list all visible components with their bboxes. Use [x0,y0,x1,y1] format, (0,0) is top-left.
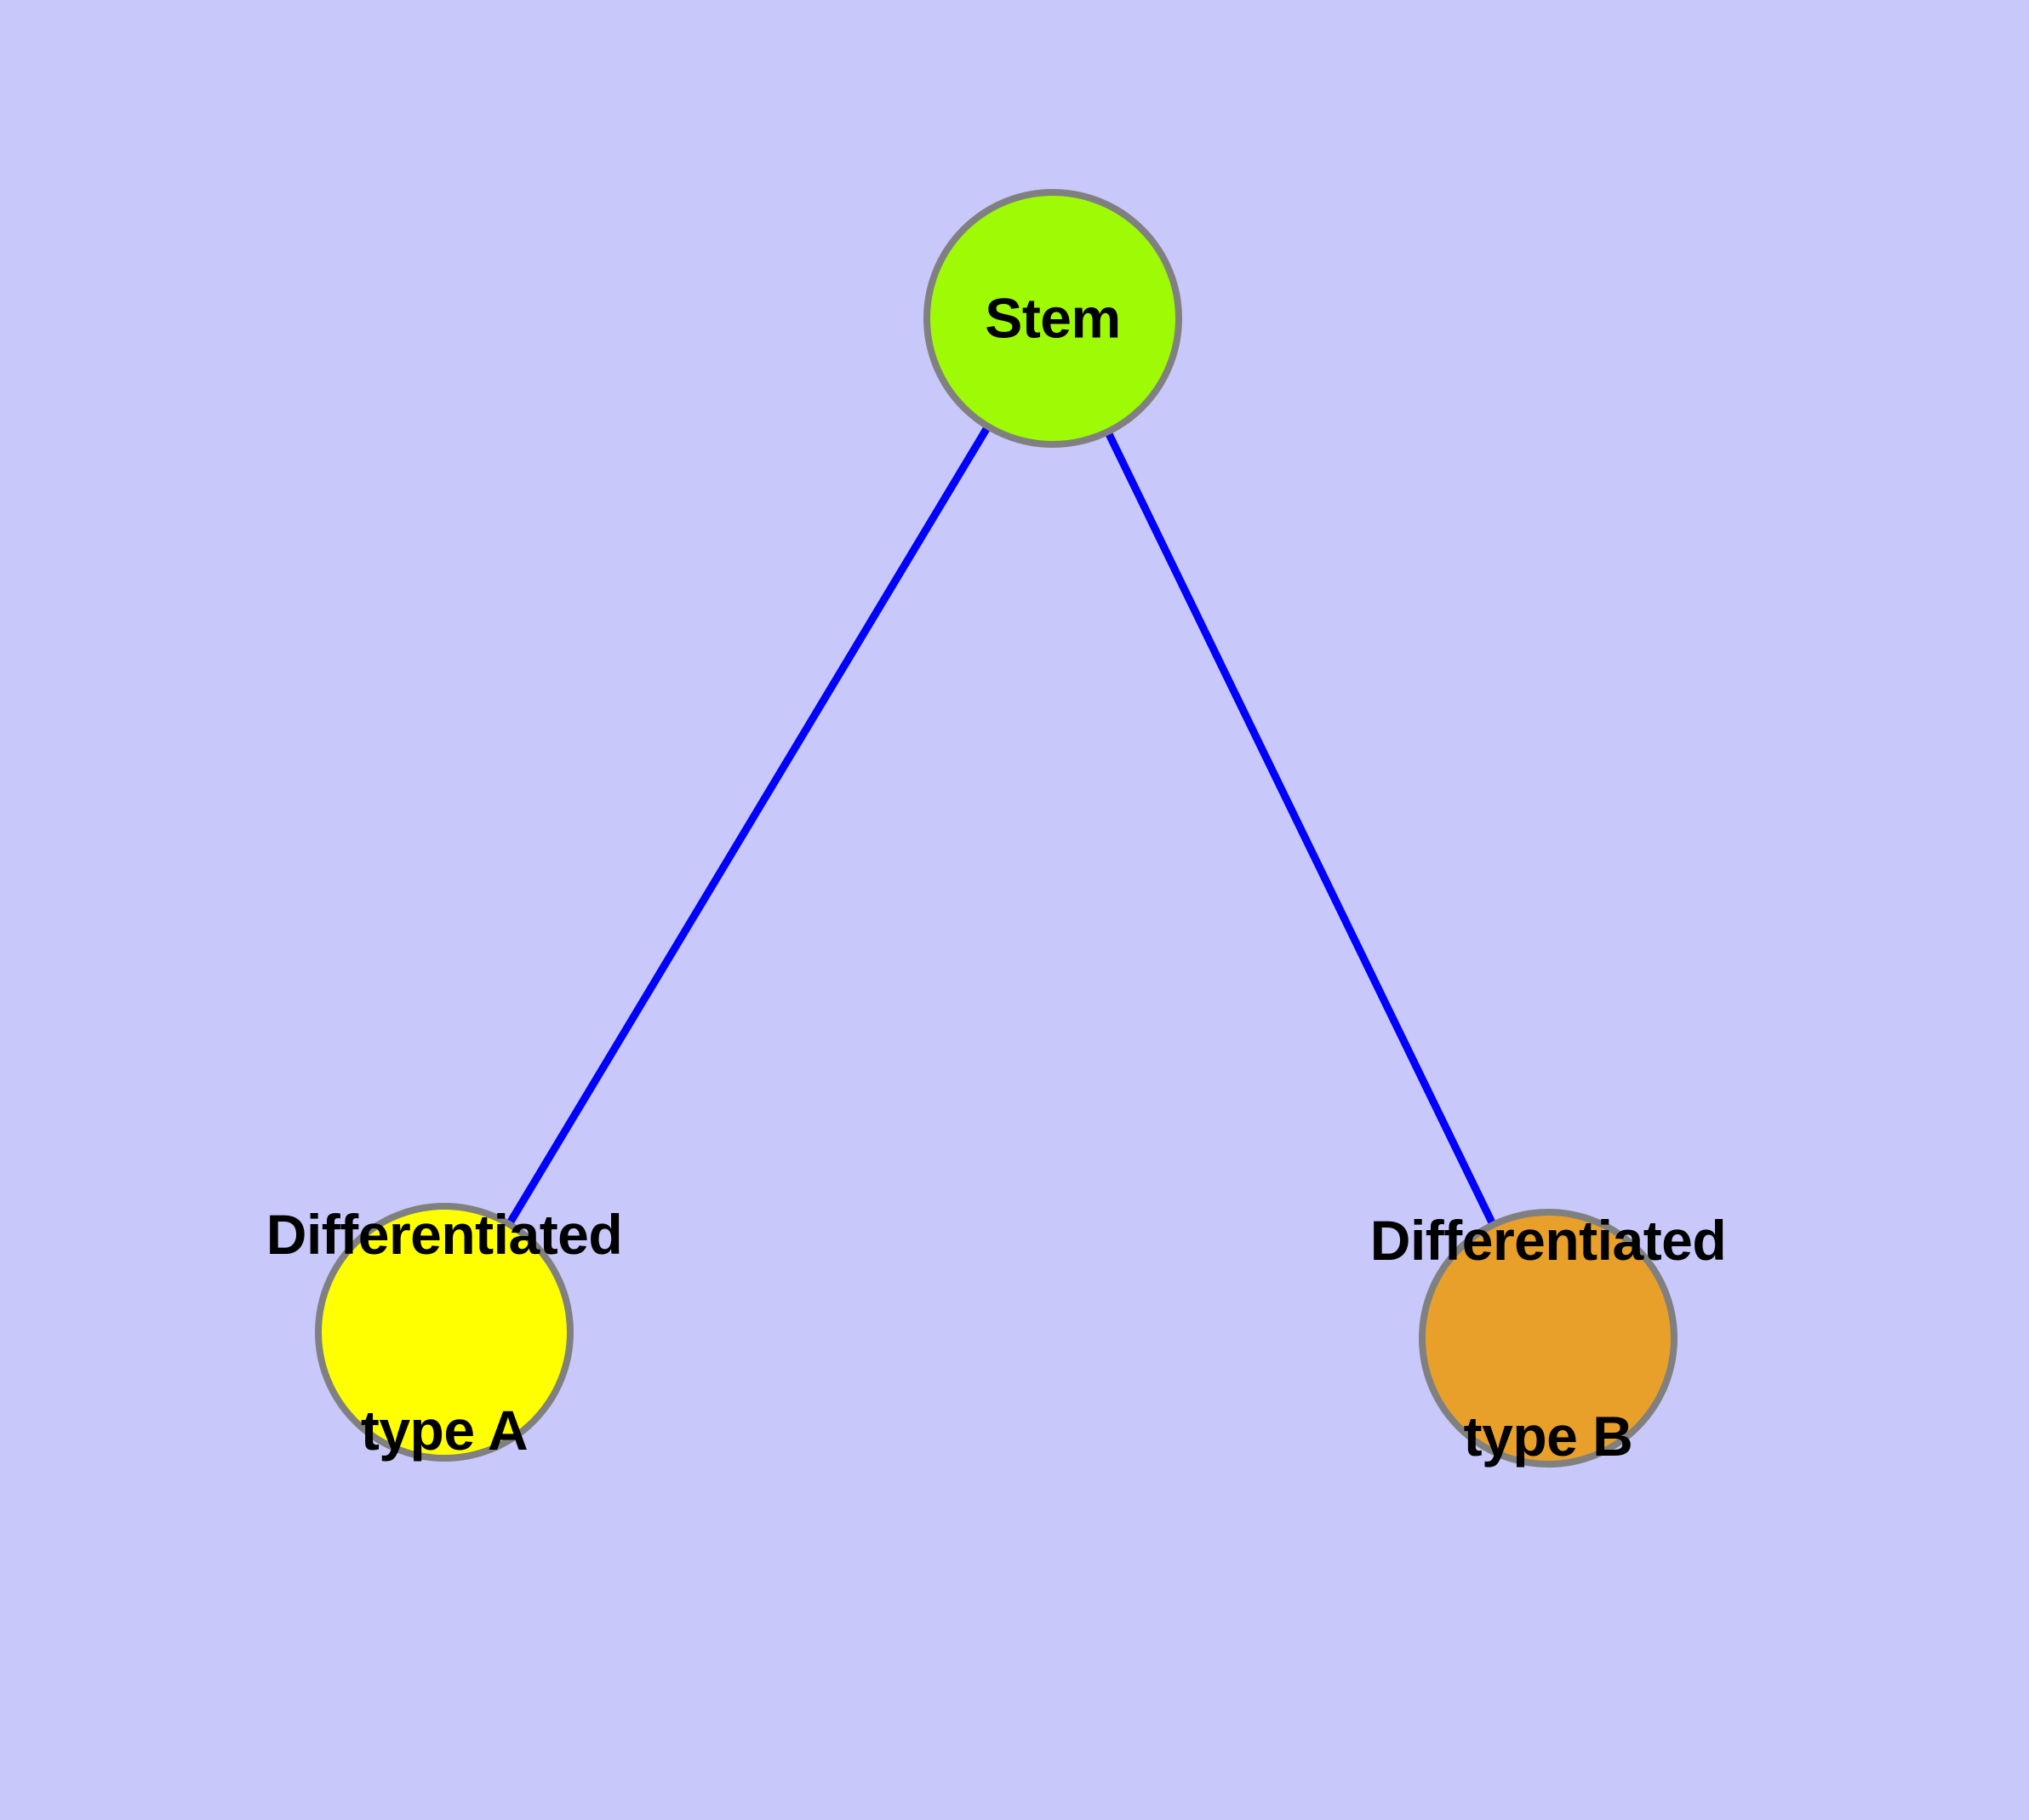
nodes-layer [315,189,1677,1468]
edges-layer [441,316,1552,1340]
node-stem[interactable] [923,189,1182,448]
node-differentiated-type-a[interactable] [315,1203,574,1462]
edge-stem-to-differentiated-type-a[interactable] [441,316,1056,1335]
edge-stem-to-differentiated-type-b[interactable] [1049,317,1552,1340]
node-differentiated-type-b[interactable] [1419,1209,1677,1468]
